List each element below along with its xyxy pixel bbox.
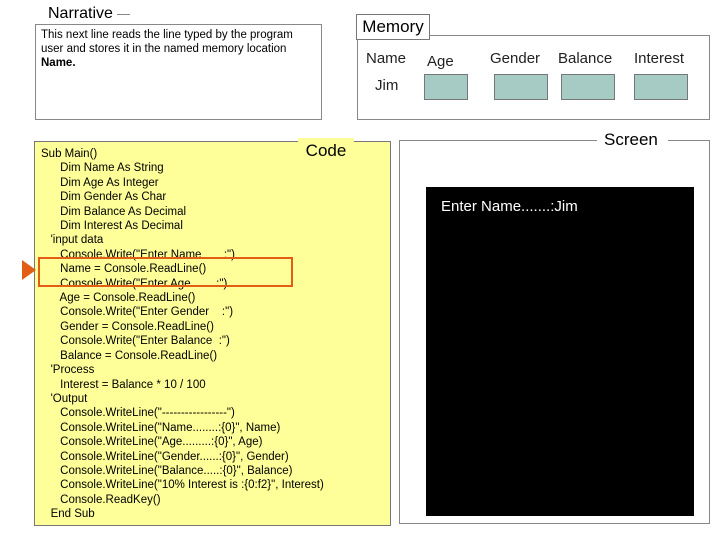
code-line: Console.ReadKey() [41, 493, 161, 506]
narrative-body: This next line reads the line typed by t… [41, 29, 293, 55]
code-line: Dim Balance As Decimal [41, 205, 187, 218]
code-line: Console.WriteLine("-----------------") [41, 407, 235, 420]
screen-panel [399, 140, 710, 524]
memory-value-name: Jim [375, 77, 399, 94]
console-output: Enter Name.......:Jim [441, 198, 578, 215]
narrative-variable: Name. [41, 57, 76, 69]
code-line: Console.WriteLine("Name........:{0}", Na… [41, 421, 281, 434]
memory-label-age: Age [427, 53, 454, 70]
memory-label-name: Name [366, 50, 407, 67]
memory-slot-interest [634, 74, 688, 100]
code-listing: Sub Main() Dim Name As String Dim Age As… [41, 147, 324, 522]
narrative-title: Narrative [44, 6, 117, 22]
screen-border-right [668, 140, 709, 141]
memory-slot-gender [494, 74, 548, 100]
memory-title: Memory [356, 14, 430, 40]
narrative-text: This next line reads the line typed by t… [41, 28, 313, 70]
code-line: Console.WriteLine("Age.........:{0}", Ag… [41, 436, 263, 449]
code-line: Dim Name As String [41, 162, 164, 175]
code-title: Code [298, 138, 354, 161]
code-line: Sub Main() [41, 148, 98, 160]
current-line-highlight [38, 257, 293, 287]
console-window [426, 187, 694, 516]
memory-label-balance: Balance [558, 50, 613, 67]
code-line: Console.Write("Enter Gender :") [41, 306, 234, 319]
narrative-panel [35, 24, 322, 120]
code-line: Console.Write("Enter Balance :") [41, 335, 230, 348]
code-line: Age = Console.ReadLine() [41, 292, 196, 305]
code-line: End Sub [41, 508, 95, 521]
memory-label-gender: Gender [490, 50, 541, 67]
memory-label-interest: Interest [634, 50, 685, 67]
code-line: Gender = Console.ReadLine() [41, 320, 214, 333]
code-line: Console.WriteLine("10% Interest is :{0:f… [41, 479, 324, 492]
code-line: Name = Console.ReadLine() [41, 263, 207, 276]
code-line: Dim Age As Integer [41, 176, 159, 189]
code-line: Console.WriteLine("Gender......:{0}", Ge… [41, 450, 289, 463]
code-line: 'Output [41, 392, 88, 405]
screen-border-left [399, 140, 597, 141]
code-line: Console.WriteLine("Balance.....:{0}", Ba… [41, 464, 293, 477]
code-line: 'input data [41, 234, 104, 247]
code-line: 'Process [41, 364, 95, 377]
code-line: Dim Interest As Decimal [41, 220, 183, 233]
screen-title: Screen [604, 130, 658, 149]
memory-slot-age [424, 74, 468, 100]
code-panel [34, 141, 391, 526]
code-line: Dim Gender As Char [41, 191, 167, 204]
code-line: Balance = Console.ReadLine() [41, 349, 218, 362]
current-line-arrow-icon [22, 260, 36, 280]
memory-slot-balance [561, 74, 615, 100]
code-line: Interest = Balance * 10 / 100 [41, 378, 206, 391]
